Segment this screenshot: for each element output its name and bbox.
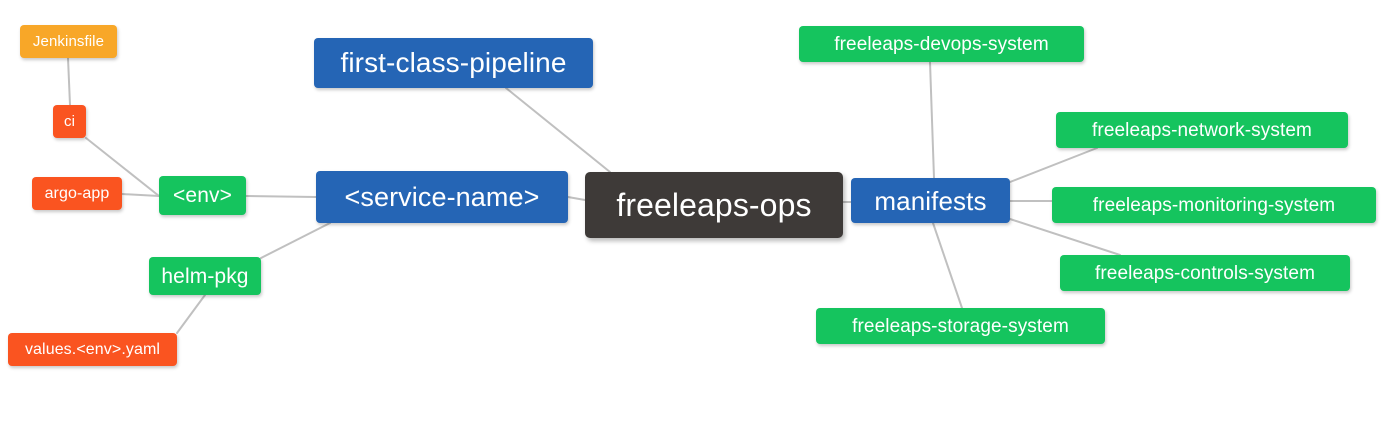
edge-manifests-to-freeleaps-controls-system [1009, 218, 1121, 256]
edge-first-class-pipeline-to-freeleaps-ops [505, 87, 611, 173]
mindmap-node-ci[interactable]: ci [53, 105, 86, 138]
node-label: freeleaps-ops [616, 187, 812, 223]
node-label: helm-pkg [161, 264, 249, 288]
edge-env-to-service-name [245, 195, 317, 198]
node-label: freeleaps-storage-system [852, 315, 1069, 337]
edge-manifests-to-freeleaps-storage-system [932, 222, 963, 309]
node-label: manifests [874, 185, 987, 216]
edge-manifests-to-freeleaps-network-system [1009, 147, 1098, 183]
mindmap-node-helm-pkg[interactable]: helm-pkg [149, 257, 261, 295]
mindmap-node-freeleaps-devops-system[interactable]: freeleaps-devops-system [799, 26, 1084, 62]
node-label: argo-app [44, 184, 110, 202]
edge-helm-pkg-to-service-name [260, 222, 331, 259]
node-label: first-class-pipeline [340, 47, 567, 78]
edge-argo-app-to-env [121, 193, 160, 197]
mindmap-node-freeleaps-controls-system[interactable]: freeleaps-controls-system [1060, 255, 1350, 291]
node-label: freeleaps-controls-system [1094, 262, 1316, 284]
mindmap-node-jenkinsfile[interactable]: Jenkinsfile [20, 25, 117, 58]
mindmap-node-freeleaps-network-system[interactable]: freeleaps-network-system [1056, 112, 1348, 148]
node-label: <env> [173, 184, 232, 207]
mindmap-node-service-name[interactable]: <service-name> [316, 171, 568, 223]
mindmap-node-first-class-pipeline[interactable]: first-class-pipeline [314, 38, 593, 88]
node-label: freeleaps-devops-system [834, 33, 1049, 55]
mindmap-node-freeleaps-ops[interactable]: freeleaps-ops [585, 172, 843, 238]
mindmap-node-freeleaps-storage-system[interactable]: freeleaps-storage-system [816, 308, 1105, 344]
node-label: Jenkinsfile [32, 33, 105, 50]
mindmap-node-values-env-yaml[interactable]: values.<env>.yaml [8, 333, 177, 366]
edge-service-name-to-freeleaps-ops [567, 196, 586, 201]
node-label: ci [63, 113, 76, 130]
mindmap-node-env[interactable]: <env> [159, 176, 246, 215]
edge-manifests-to-freeleaps-devops-system [929, 61, 935, 179]
edge-values-env-yaml-to-helm-pkg [176, 294, 206, 334]
mindmap-node-argo-app[interactable]: argo-app [32, 177, 122, 210]
node-label: values.<env>.yaml [24, 340, 161, 358]
node-label: freeleaps-network-system [1092, 119, 1312, 141]
mindmap-node-manifests[interactable]: manifests [851, 178, 1010, 223]
mindmap-node-freeleaps-monitoring-system[interactable]: freeleaps-monitoring-system [1052, 187, 1376, 223]
node-label: freeleaps-monitoring-system [1092, 194, 1336, 216]
edge-jenkinsfile-to-ci [67, 57, 71, 106]
node-label: <service-name> [344, 181, 540, 212]
